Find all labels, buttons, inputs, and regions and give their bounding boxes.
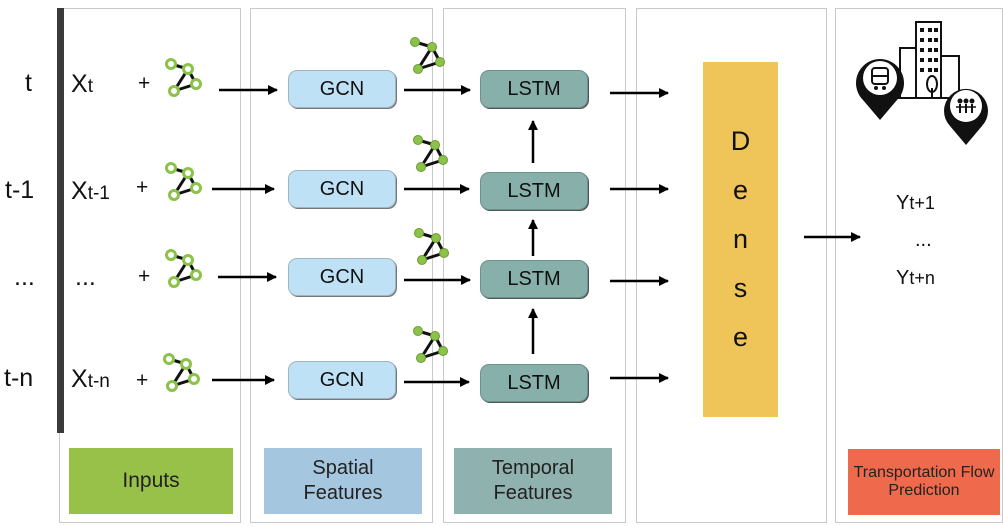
input-x-t-1-base: X (71, 177, 88, 205)
dense-letter: e (732, 322, 749, 352)
input-x-t-1-sub: t-1 (87, 183, 110, 204)
plus-sign: + (138, 72, 151, 95)
output-y-t+n-sub: t+n (909, 268, 935, 288)
graph-icon (163, 353, 200, 392)
dense-letter: D (730, 126, 751, 156)
inputs-panel (59, 8, 241, 523)
tree-icon (926, 75, 938, 98)
graph-icon (413, 227, 450, 266)
dense-letter: n (732, 224, 749, 254)
graph-icon (165, 58, 202, 97)
gcn-box: GCN (288, 70, 396, 108)
gcn-box: GCN (288, 361, 396, 399)
input-ellipsis-base: ... (75, 263, 96, 291)
time-label-t: t (25, 69, 32, 97)
graph-icon (412, 325, 449, 364)
lstm-box: LSTM (480, 364, 588, 402)
input-ellipsis: ... (75, 263, 96, 292)
output-y-t+n: Yt+n (896, 267, 935, 290)
graph-icon (165, 249, 202, 288)
input-x-t-1: Xt-1 (71, 177, 110, 206)
legend-spatial-label: Spatial Features (303, 457, 383, 504)
graph-icon (409, 36, 446, 75)
output-y-t+1-sub: t+1 (909, 193, 935, 213)
gcn-box: GCN (288, 170, 396, 208)
time-axis-bar (57, 8, 64, 433)
time-label-t-1: t-1 (5, 176, 35, 204)
train-pin-icon (856, 59, 905, 120)
city-buildings-icon (896, 21, 965, 99)
input-x-t-sub: t (87, 76, 93, 97)
legend-temporal-label: Temporal Features (491, 457, 575, 504)
output-y-t+1-base: Y (896, 192, 910, 214)
lstm-box: LSTM (480, 260, 588, 298)
time-label-ellipsis: ... (14, 263, 35, 291)
legend-temporal: Temporal Features (454, 448, 612, 514)
plus-sign: + (136, 176, 149, 199)
output-y-t+n-base: Y (896, 267, 910, 289)
output-y-t+1: Yt+1 (896, 192, 935, 215)
input-x-t-base: X (71, 70, 88, 98)
legend-inputs: Inputs (69, 448, 233, 514)
lstm-box: LSTM (480, 70, 588, 108)
dense-letter: e (732, 175, 749, 205)
dense-letter: s (733, 273, 748, 303)
legend-prediction-label: Transportation Flow Prediction (853, 464, 995, 499)
graph-icon (165, 162, 202, 201)
output-ellipsis: ... (915, 229, 932, 252)
lstm-box: LSTM (480, 172, 588, 210)
output-ellipsis-base: ... (915, 229, 932, 251)
people-pin-icon (944, 88, 989, 145)
legend-inputs-label: Inputs (122, 469, 180, 492)
plus-sign: + (138, 265, 151, 288)
plus-sign: + (136, 369, 149, 392)
input-x-t: Xt (71, 70, 93, 99)
graph-icon (412, 134, 449, 173)
legend-spatial: Spatial Features (264, 448, 422, 514)
dense-block: D e n s e (703, 62, 778, 417)
gcn-box: GCN (288, 258, 396, 296)
time-label-t-n: t-n (4, 364, 34, 392)
input-x-t-n-base: X (71, 365, 88, 393)
legend-prediction: Transportation Flow Prediction (848, 449, 1000, 515)
input-x-t-n: Xt-n (71, 365, 110, 394)
input-x-t-n-sub: t-n (87, 371, 110, 392)
